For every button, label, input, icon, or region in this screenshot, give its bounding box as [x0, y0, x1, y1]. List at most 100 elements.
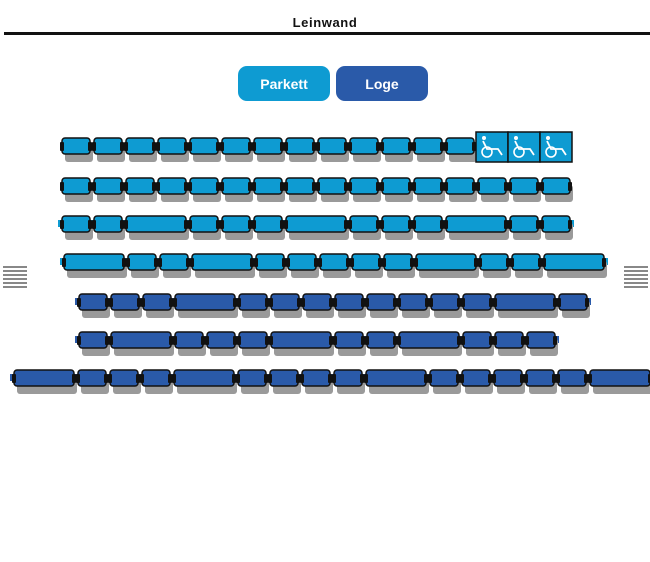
- seat[interactable]: [92, 177, 125, 202]
- wheelchair-seat[interactable]: [507, 131, 541, 163]
- double-seat[interactable]: [109, 331, 174, 356]
- wheelchair-seat[interactable]: [539, 131, 573, 163]
- seat[interactable]: [412, 177, 445, 202]
- seat[interactable]: [332, 369, 365, 394]
- seat[interactable]: [156, 137, 189, 162]
- double-seat[interactable]: [588, 369, 650, 394]
- seat[interactable]: [460, 369, 493, 394]
- seat[interactable]: [461, 331, 494, 356]
- seat[interactable]: [141, 293, 174, 318]
- seat[interactable]: [524, 369, 557, 394]
- double-seat[interactable]: [12, 369, 77, 394]
- seat[interactable]: [252, 137, 285, 162]
- seat[interactable]: [380, 215, 413, 240]
- double-seat[interactable]: [172, 369, 237, 394]
- seat[interactable]: [412, 137, 445, 162]
- seat[interactable]: [284, 137, 317, 162]
- seat[interactable]: [220, 137, 253, 162]
- seat[interactable]: [77, 331, 110, 356]
- seat[interactable]: [444, 137, 477, 162]
- seat[interactable]: [365, 293, 398, 318]
- seat[interactable]: [236, 369, 269, 394]
- seat[interactable]: [220, 215, 253, 240]
- seat[interactable]: [77, 293, 110, 318]
- seat[interactable]: [252, 177, 285, 202]
- seat[interactable]: [540, 177, 573, 202]
- seat[interactable]: [60, 215, 93, 240]
- seat[interactable]: [508, 215, 541, 240]
- seat[interactable]: [301, 293, 334, 318]
- seat[interactable]: [540, 215, 573, 240]
- double-seat[interactable]: [414, 253, 479, 278]
- seat[interactable]: [126, 253, 159, 278]
- seat[interactable]: [188, 215, 221, 240]
- seat[interactable]: [461, 293, 494, 318]
- seat[interactable]: [92, 215, 125, 240]
- seat[interactable]: [348, 137, 381, 162]
- seat[interactable]: [76, 369, 109, 394]
- seat[interactable]: [397, 293, 430, 318]
- double-seat[interactable]: [542, 253, 607, 278]
- seat[interactable]: [333, 331, 366, 356]
- seat[interactable]: [412, 215, 445, 240]
- seat[interactable]: [188, 177, 221, 202]
- seat[interactable]: [269, 293, 302, 318]
- seat[interactable]: [492, 369, 525, 394]
- seat[interactable]: [316, 137, 349, 162]
- wheelchair-seat[interactable]: [475, 131, 509, 163]
- seat[interactable]: [300, 369, 333, 394]
- seat[interactable]: [124, 177, 157, 202]
- seat[interactable]: [493, 331, 526, 356]
- seat[interactable]: [510, 253, 543, 278]
- seat[interactable]: [333, 293, 366, 318]
- double-seat[interactable]: [364, 369, 429, 394]
- seat[interactable]: [254, 253, 287, 278]
- seat[interactable]: [252, 215, 285, 240]
- seat[interactable]: [348, 177, 381, 202]
- seat[interactable]: [173, 331, 206, 356]
- seat[interactable]: [380, 137, 413, 162]
- seat[interactable]: [158, 253, 191, 278]
- seat[interactable]: [478, 253, 511, 278]
- seat[interactable]: [268, 369, 301, 394]
- seat[interactable]: [156, 177, 189, 202]
- seat[interactable]: [140, 369, 173, 394]
- double-seat[interactable]: [397, 331, 462, 356]
- double-seat[interactable]: [284, 215, 349, 240]
- seat[interactable]: [318, 253, 351, 278]
- seat[interactable]: [188, 137, 221, 162]
- seat[interactable]: [348, 215, 381, 240]
- double-seat[interactable]: [269, 331, 334, 356]
- seat[interactable]: [557, 293, 590, 318]
- seat[interactable]: [92, 137, 125, 162]
- category-button-parkett[interactable]: Parkett: [238, 66, 330, 101]
- seat[interactable]: [382, 253, 415, 278]
- seat[interactable]: [444, 177, 477, 202]
- double-seat[interactable]: [124, 215, 189, 240]
- seat[interactable]: [365, 331, 398, 356]
- seat[interactable]: [428, 369, 461, 394]
- double-seat[interactable]: [190, 253, 255, 278]
- seat[interactable]: [286, 253, 319, 278]
- double-seat[interactable]: [173, 293, 238, 318]
- seat[interactable]: [525, 331, 558, 356]
- seat[interactable]: [508, 177, 541, 202]
- seat[interactable]: [60, 177, 93, 202]
- seat[interactable]: [108, 369, 141, 394]
- seat[interactable]: [476, 177, 509, 202]
- seat[interactable]: [60, 137, 93, 162]
- double-seat[interactable]: [444, 215, 509, 240]
- seat[interactable]: [556, 369, 589, 394]
- seat[interactable]: [237, 331, 270, 356]
- double-seat[interactable]: [493, 293, 558, 318]
- double-seat[interactable]: [62, 253, 127, 278]
- seat[interactable]: [220, 177, 253, 202]
- category-button-loge[interactable]: Loge: [336, 66, 428, 101]
- seat[interactable]: [316, 177, 349, 202]
- seat[interactable]: [205, 331, 238, 356]
- seat[interactable]: [124, 137, 157, 162]
- seat[interactable]: [109, 293, 142, 318]
- seat[interactable]: [284, 177, 317, 202]
- seat[interactable]: [380, 177, 413, 202]
- seat[interactable]: [429, 293, 462, 318]
